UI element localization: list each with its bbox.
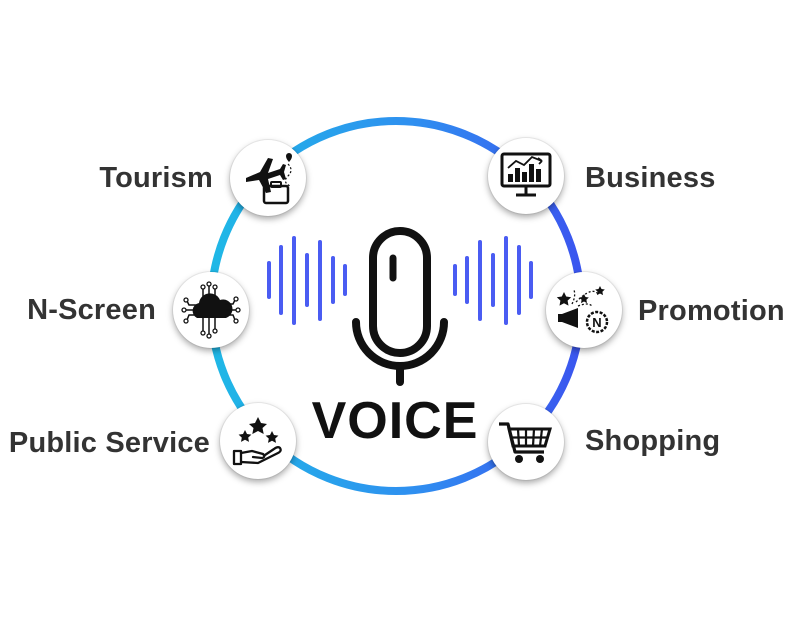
node-n-screen bbox=[173, 272, 249, 348]
label-business: Business bbox=[585, 162, 716, 194]
microphone-icon bbox=[352, 227, 448, 386]
label-shopping: Shopping bbox=[585, 425, 721, 457]
node-tourism bbox=[230, 140, 306, 216]
label-promotion: Promotion bbox=[638, 295, 785, 327]
label-tourism: Tourism bbox=[99, 162, 213, 194]
sound-wave-left-icon bbox=[267, 236, 347, 325]
node-shopping bbox=[488, 404, 564, 480]
svg-text:N: N bbox=[592, 315, 601, 330]
shopping-cart-icon bbox=[499, 422, 553, 463]
center-title: VOICE bbox=[311, 392, 479, 450]
node-promotion: N bbox=[546, 272, 622, 348]
monitor-chart-icon bbox=[500, 152, 552, 197]
airplane-luggage-icon bbox=[246, 153, 292, 205]
megaphone-stars-icon: N bbox=[556, 286, 609, 334]
node-business bbox=[488, 138, 564, 214]
hand-stars-icon bbox=[232, 417, 282, 466]
node-public-service bbox=[220, 403, 296, 479]
cloud-circuit-icon bbox=[181, 281, 241, 339]
label-public-service: Public Service bbox=[8, 427, 210, 459]
label-n-screen: N-Screen bbox=[27, 294, 156, 326]
sound-wave-right-icon bbox=[453, 236, 533, 325]
